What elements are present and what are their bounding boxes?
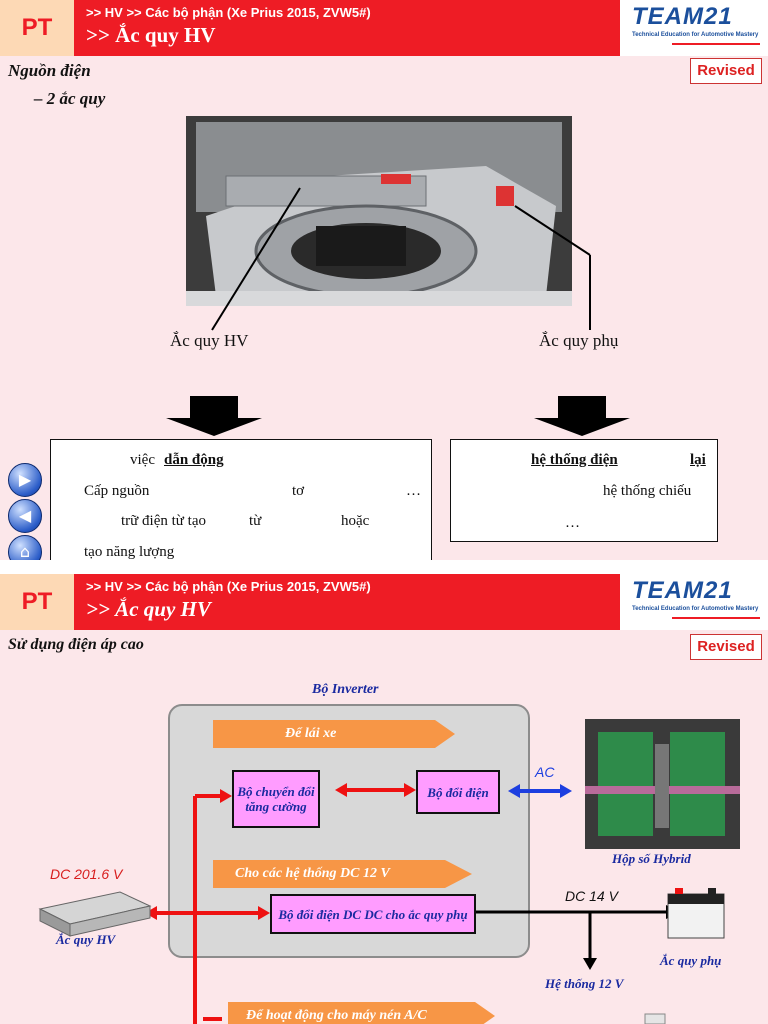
aux-battery-label: Ắc quy phụ — [660, 953, 722, 968]
revised-button[interactable]: Revised — [690, 634, 762, 660]
pt-badge: PT — [0, 0, 74, 56]
role-text: từ — [249, 513, 262, 529]
dc201-label: DC 201.6 V — [50, 866, 123, 882]
boost-converter-box: Bộ chuyển đổi tăng cường — [232, 770, 320, 828]
logo-underline — [672, 43, 760, 45]
logo-wordmark: TEAM21 — [632, 577, 733, 604]
section-heading: Nguồn điện — [8, 61, 91, 80]
aux-battery-role-box: hệ thống điện lại hệ thống chiếu … — [450, 439, 718, 542]
header-bar: PT >> HV >> Các bộ phận (Xe Prius 2015, … — [0, 574, 768, 630]
hybrid-transaxle-label: Hộp số Hybrid — [612, 851, 691, 866]
inverter-label: Bộ Inverter — [312, 682, 379, 697]
role-text: … — [565, 515, 580, 531]
role-text: hoặc — [341, 513, 370, 529]
logo-tagline: Technical Education for Automotive Maste… — [632, 32, 759, 38]
aux-battery-image — [667, 888, 725, 939]
home-icon[interactable]: ⌂ — [8, 535, 42, 560]
role-text: tạo năng lượng — [84, 544, 175, 560]
dc14-label: DC 14 V — [565, 888, 618, 904]
hv-battery-image — [38, 891, 152, 937]
revised-button[interactable]: Revised — [690, 58, 762, 84]
breadcrumb: >> HV >> Các bộ phận (Xe Prius 2015, ZVW… — [86, 5, 371, 20]
breadcrumb: >> HV >> Các bộ phận (Xe Prius 2015, ZVW… — [86, 579, 371, 594]
label-aux-battery: Ắc quy phụ — [539, 331, 619, 350]
diagram-shapes — [38, 719, 740, 1024]
logo-underline — [672, 617, 760, 619]
team21-logo: TEAM21 Technical Education for Automotiv… — [620, 574, 768, 630]
arrow-dc12-label: Cho các hệ thống DC 12 V — [235, 866, 390, 881]
slide-power-source: PT >> HV >> Các bộ phận (Xe Prius 2015, … — [0, 0, 768, 560]
next-icon[interactable]: ▶ — [8, 463, 42, 497]
hv-battery-label: Ắc quy HV — [56, 932, 116, 947]
section-heading: Sử dụng điện áp cao — [8, 636, 144, 653]
slide-high-voltage-usage: PT >> HV >> Các bộ phận (Xe Prius 2015, … — [0, 574, 768, 1024]
team21-logo: TEAM21 Technical Education for Automotiv… — [620, 0, 768, 56]
role-text: trữ điện từ tạo — [121, 513, 206, 529]
role-text-underlined: dẫn động — [164, 452, 224, 468]
system12-label: Hệ thống 12 V — [545, 976, 624, 991]
role-text: … — [406, 483, 421, 499]
ac-label: AC — [535, 764, 555, 780]
role-text: Cấp nguồn — [84, 483, 150, 499]
callout-lines — [166, 187, 630, 436]
page-title: >> Ắc quy HV — [86, 597, 211, 621]
role-text: việc — [130, 452, 155, 468]
hv-battery-role-box: việc dẫn động Cấp nguồn tơ … trữ điện từ… — [50, 439, 432, 560]
arrow-drive-label: Để lái xe — [285, 726, 337, 741]
header-bar: PT >> HV >> Các bộ phận (Xe Prius 2015, … — [0, 0, 768, 56]
logo-tagline: Technical Education for Automotive Maste… — [632, 606, 759, 612]
inverter-unit-box: Bộ đổi điện — [416, 770, 500, 814]
dcdc-converter-box: Bộ đổi điện DC DC cho ắc quy phụ — [270, 894, 476, 934]
section-subheading: – 2 ắc quy — [34, 89, 106, 108]
logo-wordmark: TEAM21 — [632, 3, 733, 30]
role-text: tơ — [292, 483, 305, 499]
previous-icon[interactable]: ◀ — [8, 499, 42, 533]
label-hv-battery: Ắc quy HV — [170, 331, 249, 350]
arrow-ac-compressor-label: Để hoạt động cho máy nén A/C — [246, 1008, 427, 1023]
role-text: hệ thống chiếu — [603, 483, 692, 499]
pt-badge: PT — [0, 574, 74, 630]
hybrid-transaxle-image — [585, 719, 740, 849]
role-text-underlined: lại — [690, 452, 706, 468]
role-text-underlined: hệ thống điện — [531, 452, 618, 468]
page-title: >> Ắc quy HV — [86, 23, 216, 47]
